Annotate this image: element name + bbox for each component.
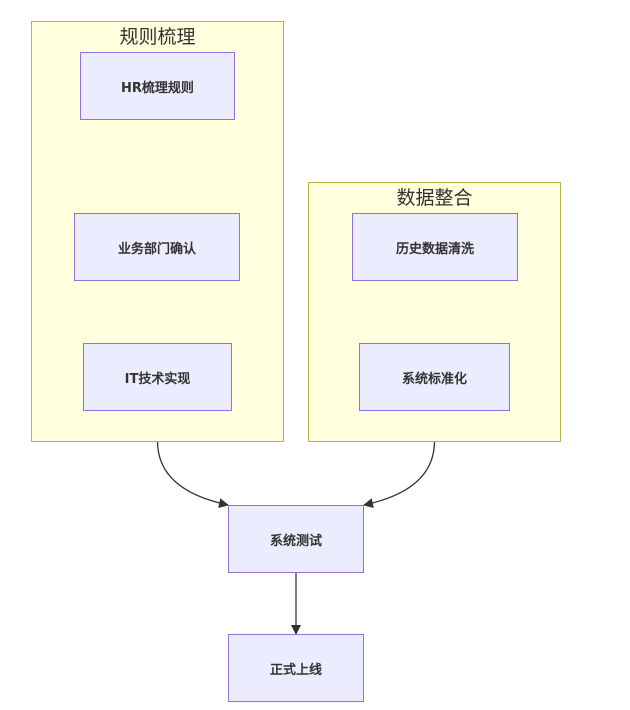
node-system-standardization[interactable]: 系统标准化 — [359, 343, 510, 411]
node-it-implementation[interactable]: IT技术实现 — [83, 343, 232, 411]
cluster-data-title: 数据整合 — [396, 187, 473, 209]
node-system-test[interactable]: 系统测试 — [228, 505, 364, 573]
cluster-rules-title: 规则梳理 — [119, 26, 196, 48]
node-hr-rules[interactable]: HR梳理规则 — [80, 52, 235, 120]
node-history-data-cleaning[interactable]: 历史数据清洗 — [352, 213, 518, 281]
node-business-confirm[interactable]: 业务部门确认 — [74, 213, 240, 281]
node-go-live[interactable]: 正式上线 — [228, 634, 364, 702]
